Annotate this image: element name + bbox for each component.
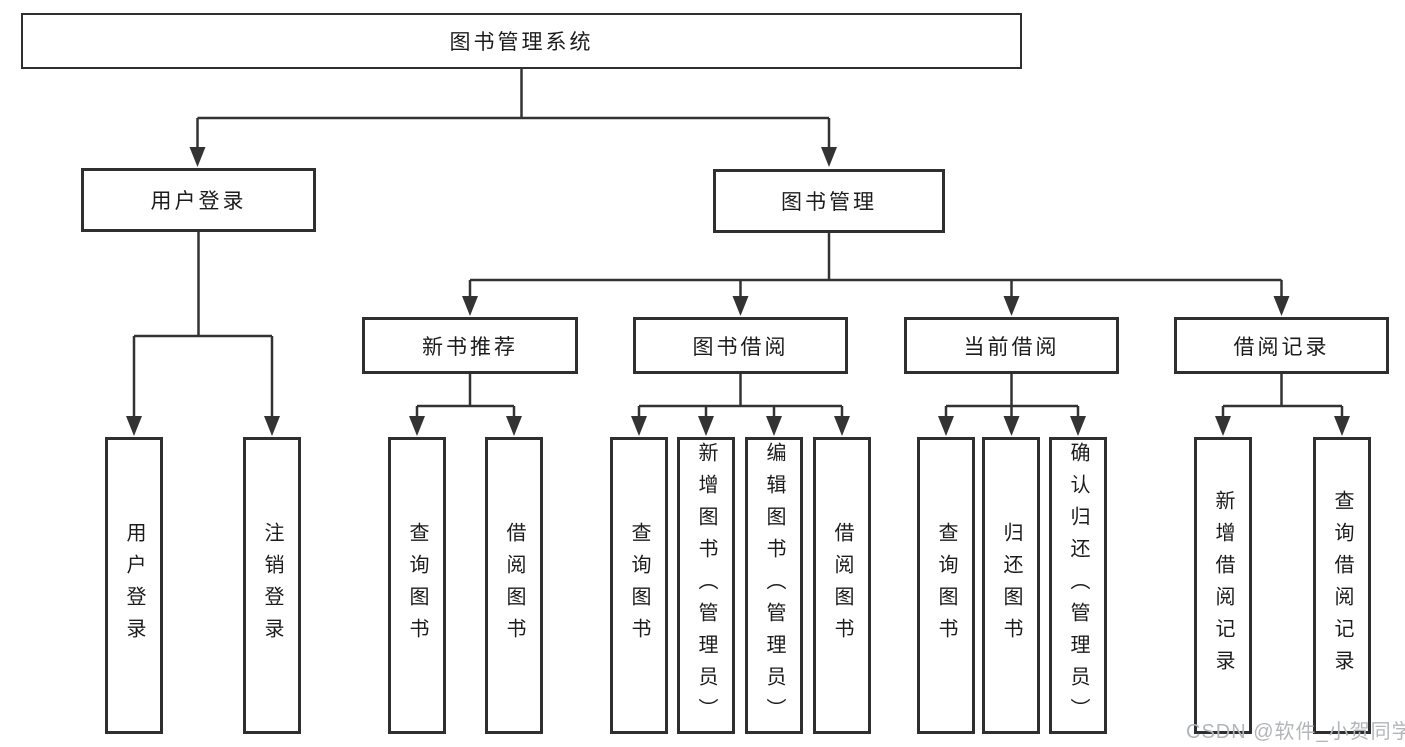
leaf-logout-login: 注销登录 bbox=[243, 437, 301, 734]
node-label: 注销登录 bbox=[261, 521, 283, 650]
leaf-query-book-current: 查询图书 bbox=[917, 437, 975, 734]
arrowhead bbox=[938, 416, 954, 436]
node-label: 图书借阅 bbox=[692, 335, 789, 359]
node-label: 查询图书 bbox=[406, 521, 428, 650]
arrowhead bbox=[506, 416, 522, 436]
node-label: 查询借阅记录 bbox=[1331, 489, 1353, 682]
node-label: 归还图书 bbox=[1000, 521, 1022, 650]
arrowhead bbox=[462, 296, 478, 316]
arrowhead bbox=[1334, 416, 1350, 436]
arrowhead bbox=[1003, 416, 1020, 436]
arrowhead bbox=[631, 416, 647, 436]
arrowhead bbox=[1003, 296, 1020, 316]
node-label: 图书管理系统 bbox=[449, 31, 594, 54]
node-borrowing-records: 借阅记录 bbox=[1174, 317, 1389, 374]
node-label: 查询图书 bbox=[628, 521, 650, 650]
arrowhead bbox=[821, 147, 837, 167]
arrowhead bbox=[126, 416, 142, 436]
node-library-management-system: 图书管理系统 bbox=[21, 13, 1022, 69]
connector-borrowing-records-to-children bbox=[1221, 374, 1344, 418]
arrowhead bbox=[409, 416, 425, 436]
node-user-login: 用户登录 bbox=[81, 168, 316, 232]
node-label: 用户登录 bbox=[123, 521, 145, 650]
arrowhead bbox=[1070, 416, 1086, 436]
arrowhead bbox=[264, 416, 280, 436]
arrowhead bbox=[834, 416, 850, 436]
node-label: 借阅记录 bbox=[1233, 335, 1330, 359]
leaf-confirm-return-admin: 确认归还（管理员） bbox=[1049, 437, 1107, 734]
node-book-management: 图书管理 bbox=[713, 169, 945, 233]
connector-root-to-level2 bbox=[196, 68, 831, 150]
node-book-borrowing: 图书借阅 bbox=[633, 317, 848, 374]
arrowhead bbox=[1273, 296, 1290, 316]
leaf-add-book-admin: 新增图书（管理员） bbox=[677, 437, 735, 734]
node-new-book-recommendation: 新书推荐 bbox=[362, 317, 578, 374]
node-label: 确认归还（管理员） bbox=[1067, 441, 1089, 730]
arrowhead bbox=[1215, 416, 1231, 436]
leaf-borrow-book-borrowing: 借阅图书 bbox=[813, 437, 871, 734]
connector-current-borrowing-to-children bbox=[944, 374, 1080, 418]
leaf-add-borrow-record: 新增借阅记录 bbox=[1194, 437, 1252, 734]
leaf-user-login: 用户登录 bbox=[105, 437, 163, 734]
node-label: 新书推荐 bbox=[422, 335, 518, 359]
leaf-return-book: 归还图书 bbox=[982, 437, 1040, 734]
leaf-borrow-book-recommend: 借阅图书 bbox=[485, 437, 543, 734]
connector-book-borrowing-to-children bbox=[637, 374, 844, 418]
arrowhead bbox=[189, 147, 206, 167]
node-label: 用户登录 bbox=[150, 190, 247, 213]
node-current-borrowing: 当前借阅 bbox=[904, 317, 1119, 374]
node-label: 新增借阅记录 bbox=[1212, 489, 1234, 682]
connector-new-book-recommendation-to-children bbox=[415, 374, 516, 418]
node-label: 新增图书（管理员） bbox=[695, 441, 717, 730]
node-label: 编辑图书（管理员） bbox=[763, 441, 785, 730]
node-label: 借阅图书 bbox=[831, 521, 853, 650]
csdn-watermark: CSDN @软件_小贺同学 bbox=[1186, 721, 1405, 743]
arrowhead bbox=[766, 416, 782, 436]
node-label: 图书管理 bbox=[781, 191, 877, 214]
connector-book-management-to-level3 bbox=[468, 233, 1283, 298]
node-label: 当前借阅 bbox=[963, 335, 1060, 359]
arrowhead bbox=[732, 296, 749, 316]
node-label: 借阅图书 bbox=[503, 521, 525, 650]
node-label: 查询图书 bbox=[935, 521, 957, 650]
leaf-query-book-borrowing: 查询图书 bbox=[610, 437, 668, 734]
leaf-query-book-recommend: 查询图书 bbox=[388, 437, 446, 734]
connector-user-login-to-children bbox=[132, 232, 274, 418]
leaf-query-borrow-record: 查询借阅记录 bbox=[1313, 437, 1371, 734]
arrowhead bbox=[698, 416, 714, 436]
leaf-edit-book-admin: 编辑图书（管理员） bbox=[745, 437, 803, 734]
